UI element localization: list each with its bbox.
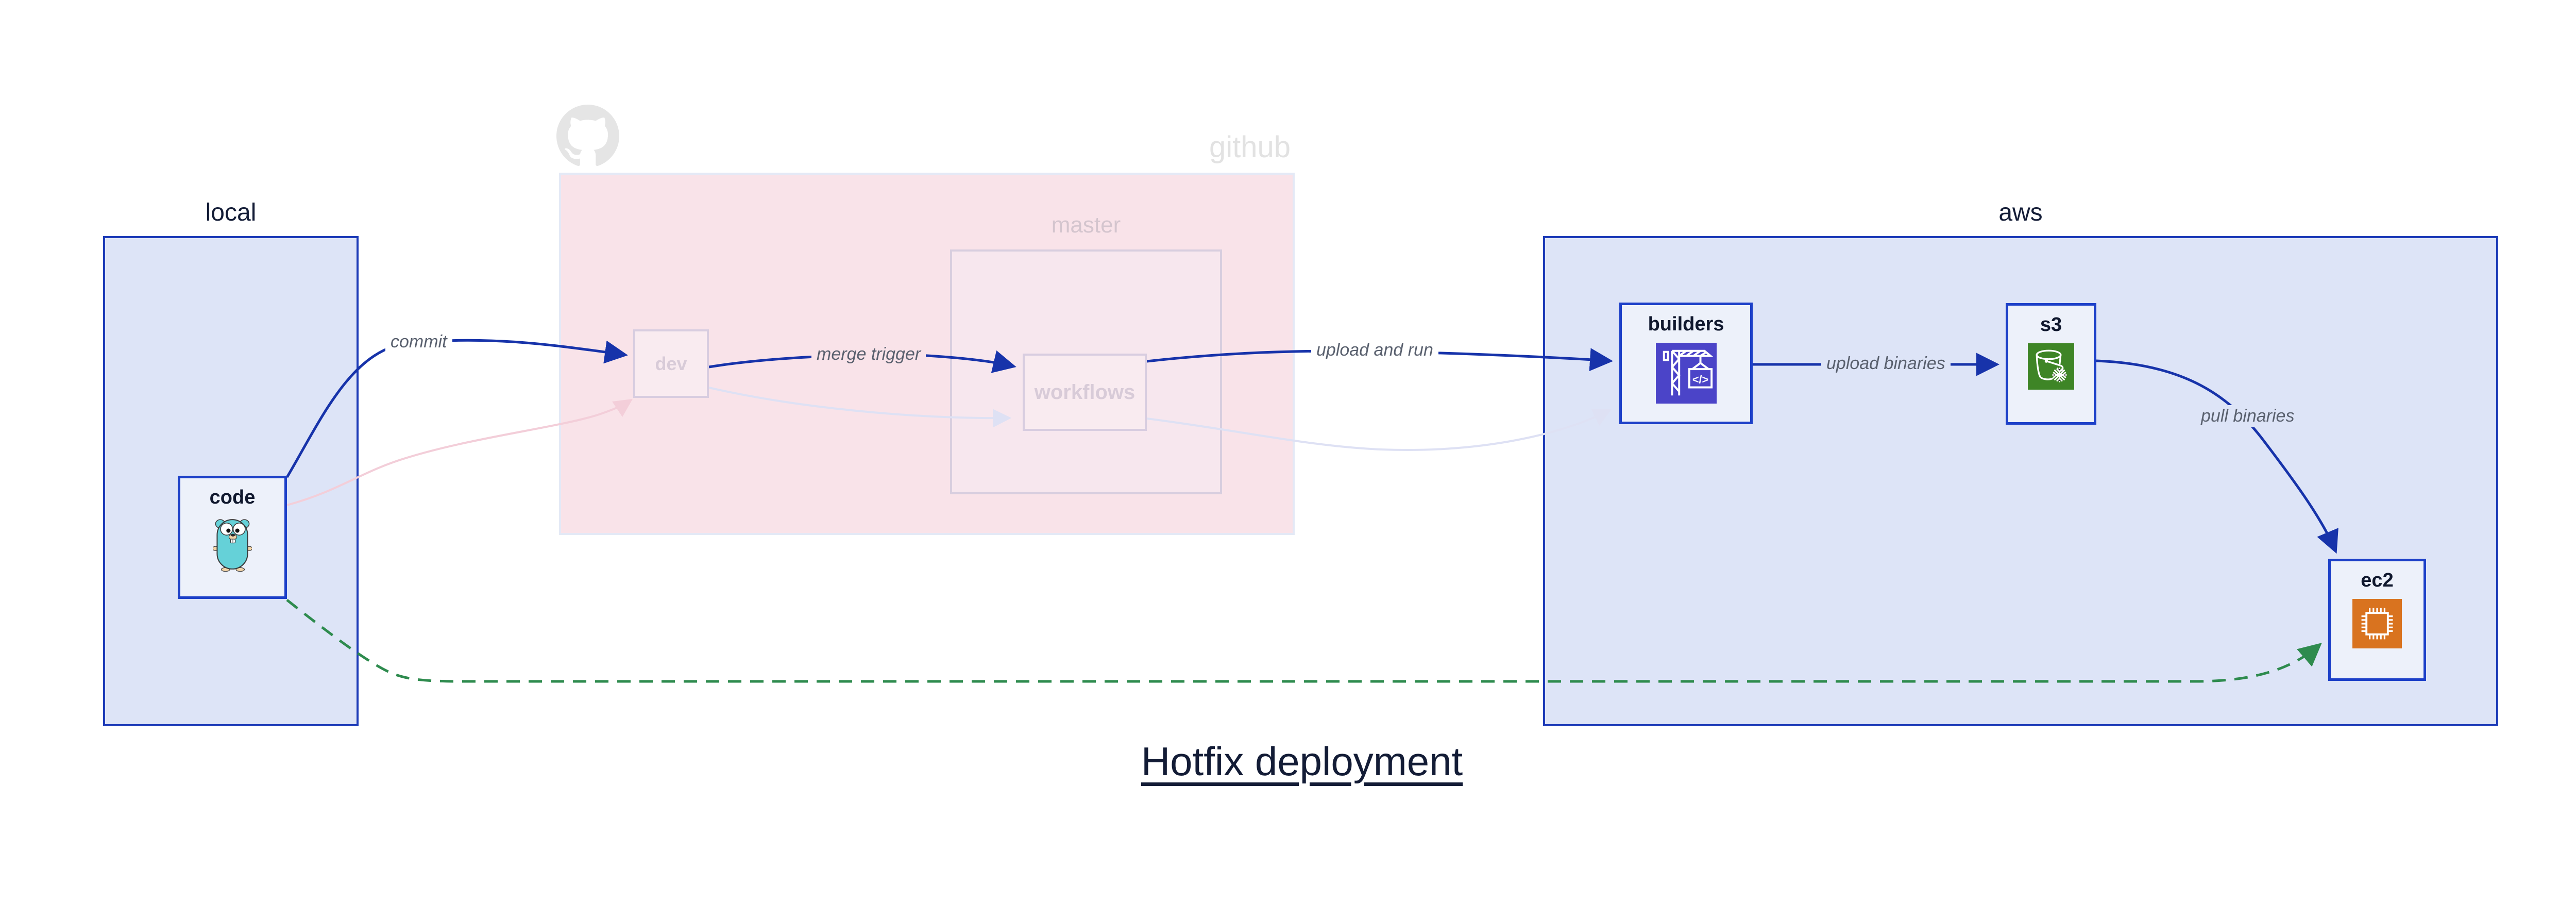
edge-label-pull-binaries: pull binaries [2196,405,2300,427]
cluster-label-github: github [1209,130,1291,164]
node-workflows: workflows [1023,354,1147,431]
gopher-icon [213,519,252,572]
node-label-builders: builders [1648,313,1724,335]
cluster-label-master: master [1051,212,1121,238]
node-label-dev: dev [655,353,687,374]
node-label-ec2: ec2 [2361,570,2394,591]
edge-label-merge-trigger: merge trigger [811,343,926,365]
node-ec2: ec2 [2328,559,2426,681]
codebuild-crane-icon: </> [1655,343,1717,404]
svg-text:</>: </> [1692,373,1708,386]
ec2-chip-icon [2352,599,2402,648]
edge-label-commit: commit [385,331,452,353]
node-label-s3: s3 [2040,314,2062,336]
diagram-title: Hotfix deployment [1141,739,1463,784]
node-dev: dev [633,329,709,398]
edge-label-upload-binaries: upload binaries [1821,353,1951,375]
node-label-workflows: workflows [1034,380,1136,404]
cluster-label-aws: aws [1998,199,2043,226]
node-s3: s3 [2006,303,2096,425]
node-label-code: code [209,487,256,508]
edge-label-upload-and-run: upload and run [1311,339,1438,361]
github-octocat-icon [556,105,619,166]
node-code: code [178,476,287,599]
s3-bucket-snowflake-icon [2028,343,2074,390]
cluster-label-local: local [205,199,257,226]
node-builders: builders </> [1619,303,1753,424]
